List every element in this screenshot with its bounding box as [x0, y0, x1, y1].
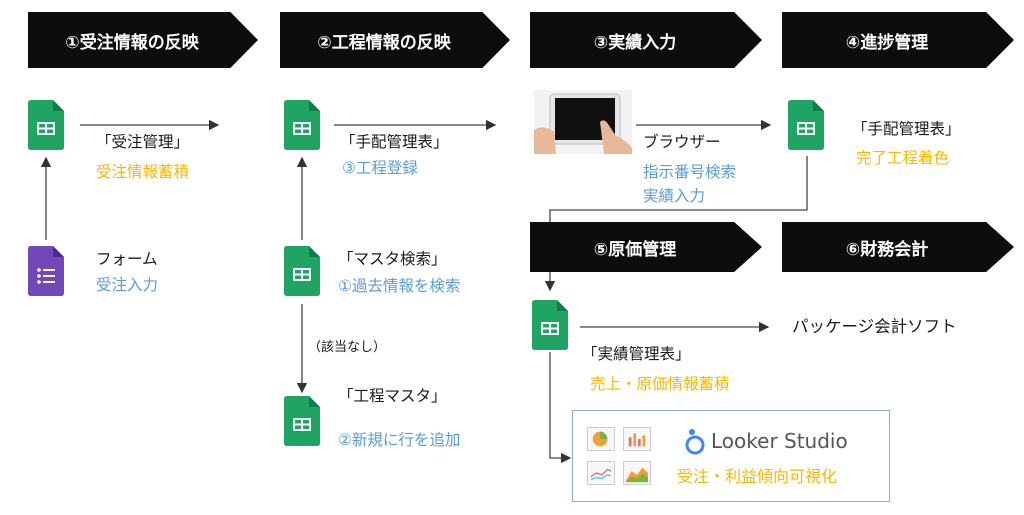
banner-step6: ⑥財務会計: [782, 222, 1014, 272]
banner-step4: ④進捗管理: [782, 12, 1014, 68]
arrow-cost-to-studio: [549, 352, 572, 464]
col4-sheet-label: 「手配管理表」: [852, 120, 961, 138]
banner-step3: ③実績入力: [530, 12, 762, 68]
col3-browser-sub1: 指示番号検索: [643, 163, 737, 181]
sheets-icon: [284, 396, 320, 446]
banner-step2: ②工程情報の反映: [280, 12, 510, 68]
col2-master-search-sub: ①過去情報を検索: [338, 277, 461, 295]
line-chart-icon: [587, 461, 615, 485]
col2-sheet-sub: ③工程登録: [342, 159, 418, 177]
col1-form-label: フォーム: [96, 250, 158, 268]
sheets-icon: [28, 100, 64, 150]
col1-sheet-sub: 受注情報蓄積: [96, 163, 190, 181]
col2-master-label: 「工程マスタ」: [338, 387, 447, 405]
cost-sheet-sub: 売上・原価情報蓄積: [590, 375, 730, 393]
tablet-icon: [534, 90, 632, 154]
col4-sheet-sub: 完了工程着色: [856, 149, 950, 167]
banner-step5: ⑤原価管理: [530, 222, 762, 272]
looker-studio-caption: 受注・利益傾向可視化: [677, 467, 838, 486]
col1-sheet-label: 「受注管理」: [96, 133, 190, 151]
sheets-icon: [284, 100, 320, 150]
forms-icon: [28, 246, 64, 296]
col2-sheet-label: 「手配管理表」: [340, 133, 449, 151]
col2-master-sub: ②新規に行を追加: [338, 431, 461, 449]
sheets-icon: [532, 300, 568, 350]
col3-browser-label: ブラウザー: [643, 133, 721, 151]
area-chart-icon: [623, 461, 651, 485]
branch-note: （該当なし）: [308, 340, 387, 355]
pie-chart-icon: [587, 427, 615, 451]
accounting-software-label: パッケージ会計ソフト: [792, 317, 957, 336]
sheets-icon: [788, 100, 824, 150]
banner-step1: ①受注情報の反映: [28, 12, 258, 68]
col1-form-sub: 受注入力: [96, 276, 159, 294]
looker-studio-panel: Looker Studio 受注・利益傾向可視化: [572, 410, 890, 502]
col2-master-search-label: 「マスタ検索」: [338, 250, 447, 268]
col3-browser-sub2: 実績入力: [643, 187, 706, 205]
bar-chart-icon: [623, 427, 651, 451]
looker-studio-name: Looker Studio: [711, 429, 848, 453]
sheets-icon: [284, 246, 320, 296]
cost-sheet-label: 「実績管理表」: [582, 345, 691, 363]
looker-studio-logo-icon: [685, 429, 705, 455]
